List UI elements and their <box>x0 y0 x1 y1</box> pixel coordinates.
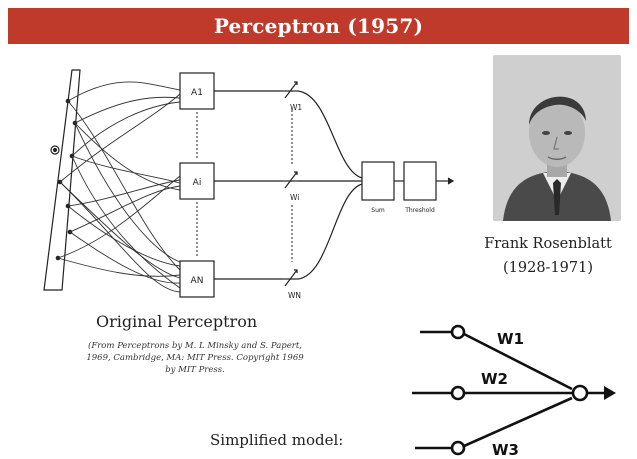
assoc-unit-1-label: A1 <box>191 88 203 98</box>
weight-line-1 <box>463 332 573 391</box>
person-name: Frank Rosenblatt <box>484 236 612 252</box>
weight-line-3 <box>463 396 573 448</box>
sum-box <box>361 161 395 201</box>
output-arrow-icon <box>604 386 616 400</box>
original-perceptron-diagram <box>43 69 455 298</box>
threshold-box <box>403 161 437 201</box>
title-bar: Perceptron (1957) <box>8 8 629 44</box>
assoc-unit-1 <box>179 72 215 110</box>
simplified-weight-3: W3 <box>492 441 519 459</box>
retina-connections <box>57 81 181 293</box>
input-node-2 <box>450 385 466 401</box>
simplified-weight-labels: W1 W2 W3 <box>481 330 524 459</box>
citation: (From Perceptrons by M. L Minsky and S. … <box>30 340 360 376</box>
assoc-unit-i <box>179 162 215 200</box>
weight-symbol-1 <box>283 81 298 99</box>
assoc-unit-i-label: Ai <box>193 178 202 188</box>
weight-to-sum-n <box>297 183 363 280</box>
weight-i-label: Wi <box>290 193 299 202</box>
citation-line-2: 1969, Cambridge, MA: MIT Press. Copyrigh… <box>86 353 304 363</box>
weight-n-label: WN <box>288 291 301 300</box>
slide-title: Perceptron (1957) <box>213 14 424 38</box>
input-node-3 <box>450 440 466 456</box>
weight-symbol-n <box>283 269 298 287</box>
citation-line-3: by MIT Press. <box>165 365 225 375</box>
simplified-weight-2: W2 <box>481 370 508 388</box>
portrait-illustration <box>493 55 621 221</box>
original-perceptron-caption: Original Perceptron <box>96 312 258 331</box>
portrait-photo <box>493 55 621 221</box>
input-node-1 <box>450 324 466 340</box>
simplified-model-diagram <box>412 324 616 456</box>
sum-label: Sum <box>371 207 385 214</box>
retina-panel <box>43 69 81 291</box>
weight-to-sum-1 <box>297 90 363 179</box>
simplified-weight-1: W1 <box>497 330 524 348</box>
citation-line-1: (From Perceptrons by M. L Minsky and S. … <box>88 341 302 351</box>
simplified-model-label: Simplified model: <box>210 431 344 449</box>
output-arrowhead <box>447 177 455 185</box>
threshold-label: Threshold <box>404 207 435 214</box>
stimulus-mark <box>50 145 60 155</box>
weight-symbol-i <box>283 171 298 189</box>
weight-1-label: W1 <box>290 103 302 112</box>
output-node <box>571 384 589 402</box>
assoc-unit-n-label: AN <box>191 276 204 286</box>
person-years: (1928-1971) <box>502 260 594 276</box>
original-diagram-labels: A1 Ai AN W1 Wi WN Sum Threshold <box>191 88 435 300</box>
